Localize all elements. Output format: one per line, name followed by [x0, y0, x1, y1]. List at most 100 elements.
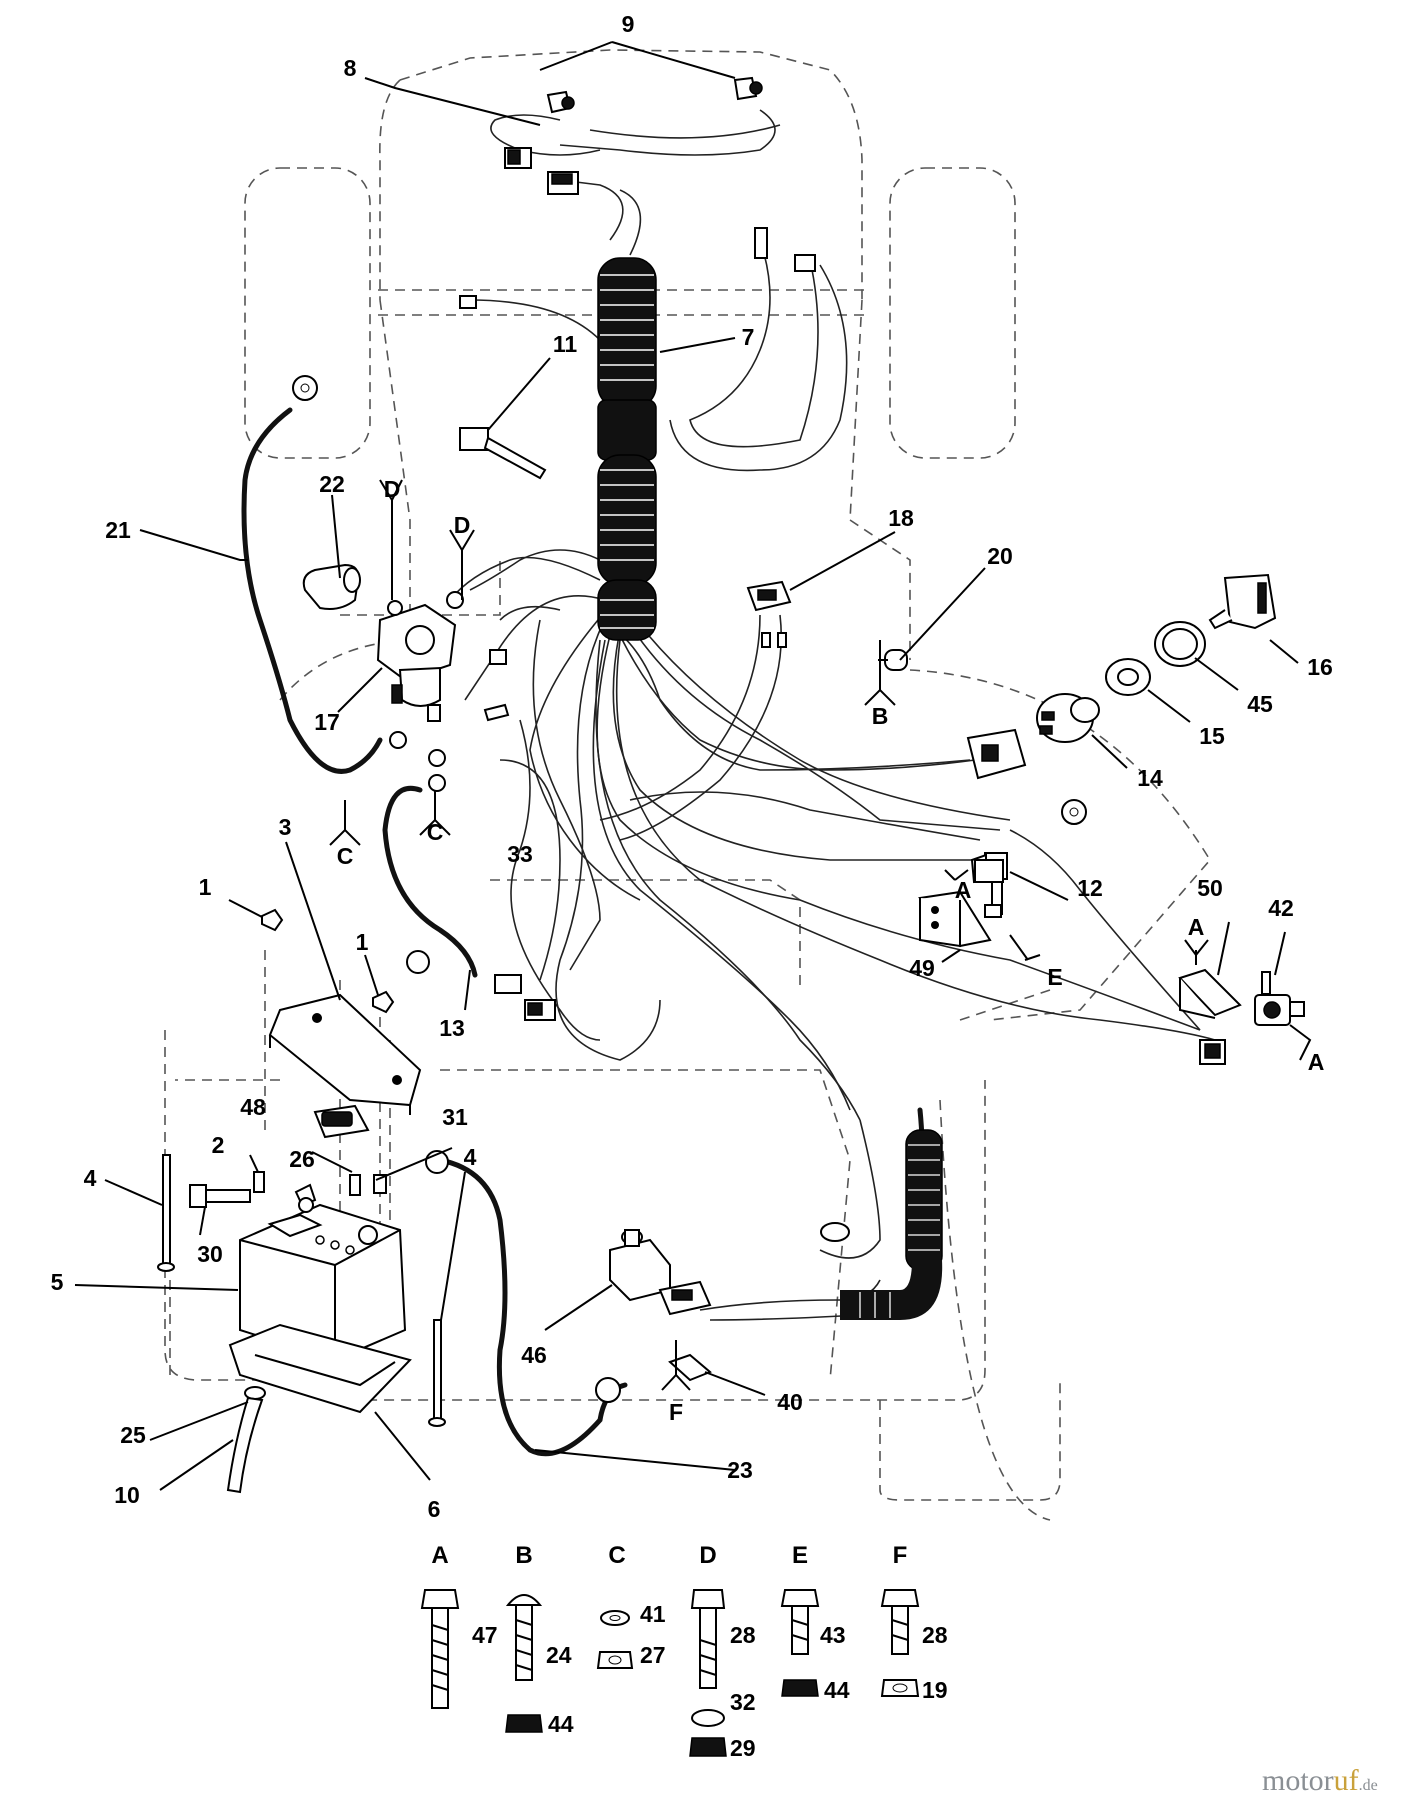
legend-bolt-e [780, 1589, 820, 1697]
small-terminal [459, 295, 477, 309]
diode [878, 649, 908, 671]
callout-50: 50 [1197, 875, 1223, 901]
callout-17: 17 [314, 709, 340, 735]
headlight-connectors [504, 147, 579, 195]
callout-6: 6 [428, 1496, 441, 1522]
watermark-tld: .de [1359, 1777, 1378, 1794]
seat-connector [974, 859, 1004, 883]
callout-3: 3 [279, 814, 292, 840]
starter-solenoid [376, 603, 457, 722]
callout-42: 42 [1268, 895, 1294, 921]
legend-callout-24: 24 [546, 1642, 572, 1668]
callout-30: 30 [197, 1241, 223, 1267]
wire-clip [668, 1353, 712, 1382]
plunger-switch [1254, 971, 1305, 1026]
parts [157, 76, 1305, 1494]
harness-plug [966, 728, 1027, 780]
legend-bolt-f [880, 1589, 920, 1697]
ref-letter-labels: D D C C B A E A A F [337, 476, 1325, 1425]
legend-header-d: D [699, 1542, 716, 1569]
legend-header-e: E [792, 1542, 808, 1569]
callout-26: 26 [289, 1146, 315, 1172]
callout-1b: 1 [356, 929, 369, 955]
svg-text:motoruf.de: motoruf.de [1262, 1764, 1378, 1797]
legend-callout-44-b: 44 [548, 1711, 574, 1737]
callout-14: 14 [1137, 765, 1163, 791]
callout-49: 49 [909, 955, 935, 981]
legend-callout-32: 32 [730, 1689, 756, 1715]
ref-a-bracket-50: A [1188, 914, 1205, 940]
callout-2: 2 [212, 1132, 225, 1158]
legend-header-f: F [893, 1542, 908, 1569]
plug-connector [754, 227, 768, 259]
watermark-accent: uf [1334, 1764, 1359, 1797]
legend-callout-41: 41 [640, 1601, 666, 1627]
wing-nuts [261, 908, 395, 1014]
callout-48: 48 [240, 1094, 266, 1120]
legend-header-a: A [431, 1542, 448, 1569]
ref-c-right: C [427, 819, 444, 845]
legend-callout-28-f: 28 [922, 1622, 948, 1648]
callout-11: 11 [553, 331, 578, 357]
tie-strap [459, 427, 547, 480]
callout-13: 13 [439, 1015, 465, 1041]
battery-terminals [253, 1171, 387, 1207]
callout-22: 22 [319, 471, 345, 497]
legend-bolt-a [420, 1589, 460, 1709]
tab-connector [794, 254, 816, 272]
battery-hold-down [268, 993, 422, 1115]
ignition-key [1208, 573, 1277, 630]
legend-header-b: B [515, 1542, 532, 1569]
terminal-cover [313, 1104, 370, 1139]
terminal-boot [302, 563, 361, 610]
legend-callout-28-d: 28 [730, 1622, 756, 1648]
rocker-switch [746, 580, 792, 648]
callout-15: 15 [1199, 723, 1225, 749]
callout-12: 12 [1077, 875, 1103, 901]
callout-10: 10 [114, 1482, 140, 1508]
seat-switch-bracket [918, 890, 992, 948]
ref-c-left: C [337, 843, 354, 869]
fastener-legend: A B C D E F 47 24 44 41 27 [420, 1542, 948, 1761]
callout-21: 21 [105, 517, 131, 543]
terminal-bolt [189, 1184, 251, 1208]
callout-labels: 9 8 7 11 22 21 17 18 20 16 45 15 14 12 4… [51, 11, 1333, 1522]
callout-18: 18 [888, 505, 914, 531]
clutch-switch-bracket [1178, 968, 1242, 1019]
legend-callout-19: 19 [922, 1677, 948, 1703]
relay-connector [658, 1280, 712, 1316]
legend-callout-29: 29 [730, 1735, 756, 1761]
ref-b: B [872, 703, 889, 729]
callout-23: 23 [727, 1457, 753, 1483]
callout-33: 33 [507, 841, 533, 867]
ignition-nut [1105, 658, 1151, 696]
callout-20: 20 [987, 543, 1013, 569]
ref-a-switch: A [1308, 1049, 1325, 1075]
ref-f: F [669, 1399, 683, 1425]
fastener-ref-markers [329, 479, 1312, 1391]
conduit-loom [597, 257, 943, 1320]
callout-4a: 4 [84, 1165, 97, 1191]
legend-header-c: C [608, 1542, 625, 1569]
vent-tube [226, 1386, 266, 1494]
callout-31: 31 [442, 1104, 468, 1130]
callout-5: 5 [51, 1269, 64, 1295]
callout-9: 9 [622, 11, 635, 37]
ring-terminals [292, 375, 1087, 1403]
battery-tray [228, 1323, 412, 1414]
callout-25: 25 [120, 1422, 146, 1448]
legend-callout-44-e: 44 [824, 1677, 850, 1703]
legend-callout-47: 47 [472, 1622, 498, 1648]
ignition-switch [1036, 693, 1100, 743]
ref-d-left: D [384, 476, 401, 502]
watermark-brand: motor [1262, 1764, 1334, 1797]
callout-45: 45 [1247, 691, 1273, 717]
legend-bolt-d [689, 1589, 727, 1757]
battery-bolts [157, 1154, 446, 1427]
callout-8: 8 [344, 55, 357, 81]
ignition-bezel [1154, 621, 1206, 667]
ref-d-right: D [454, 512, 471, 538]
callout-46: 46 [521, 1342, 547, 1368]
legend-callout-27: 27 [640, 1642, 666, 1668]
